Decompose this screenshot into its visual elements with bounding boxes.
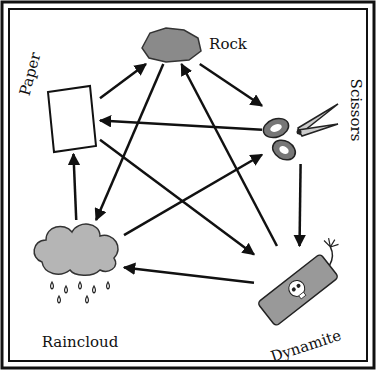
item-label: Scissors [347, 79, 365, 142]
beats-arrow [124, 155, 262, 235]
rock-illustration [142, 28, 201, 62]
beats-arrow [181, 64, 276, 246]
game-item-node: Rock [140, 26, 203, 64]
item-label: Paper [16, 50, 45, 97]
game-item-node: Dynamite [254, 246, 344, 330]
beats-arrow [73, 154, 76, 220]
scissors-illustration [261, 104, 338, 164]
game-item-node: Raincloud [32, 220, 124, 304]
item-label: Dynamite [268, 326, 343, 366]
beats-arrow [100, 140, 254, 255]
dynamite-illustration [252, 235, 354, 327]
paper-illustration [48, 86, 96, 152]
game-item-node: Paper [44, 84, 100, 154]
outer-frame [2, 2, 374, 368]
beats-arrow [100, 64, 146, 98]
game-item-node: Scissors [262, 100, 340, 164]
beats-arrow [200, 64, 262, 106]
beats-arrow [300, 164, 301, 246]
item-label: Rock [209, 35, 247, 53]
beats-arrow [124, 267, 254, 282]
beats-arrow [100, 121, 262, 130]
raincloud-illustration [34, 224, 118, 303]
inner-frame [9, 9, 367, 361]
beats-arrow [96, 64, 163, 220]
item-label: Raincloud [42, 333, 119, 351]
